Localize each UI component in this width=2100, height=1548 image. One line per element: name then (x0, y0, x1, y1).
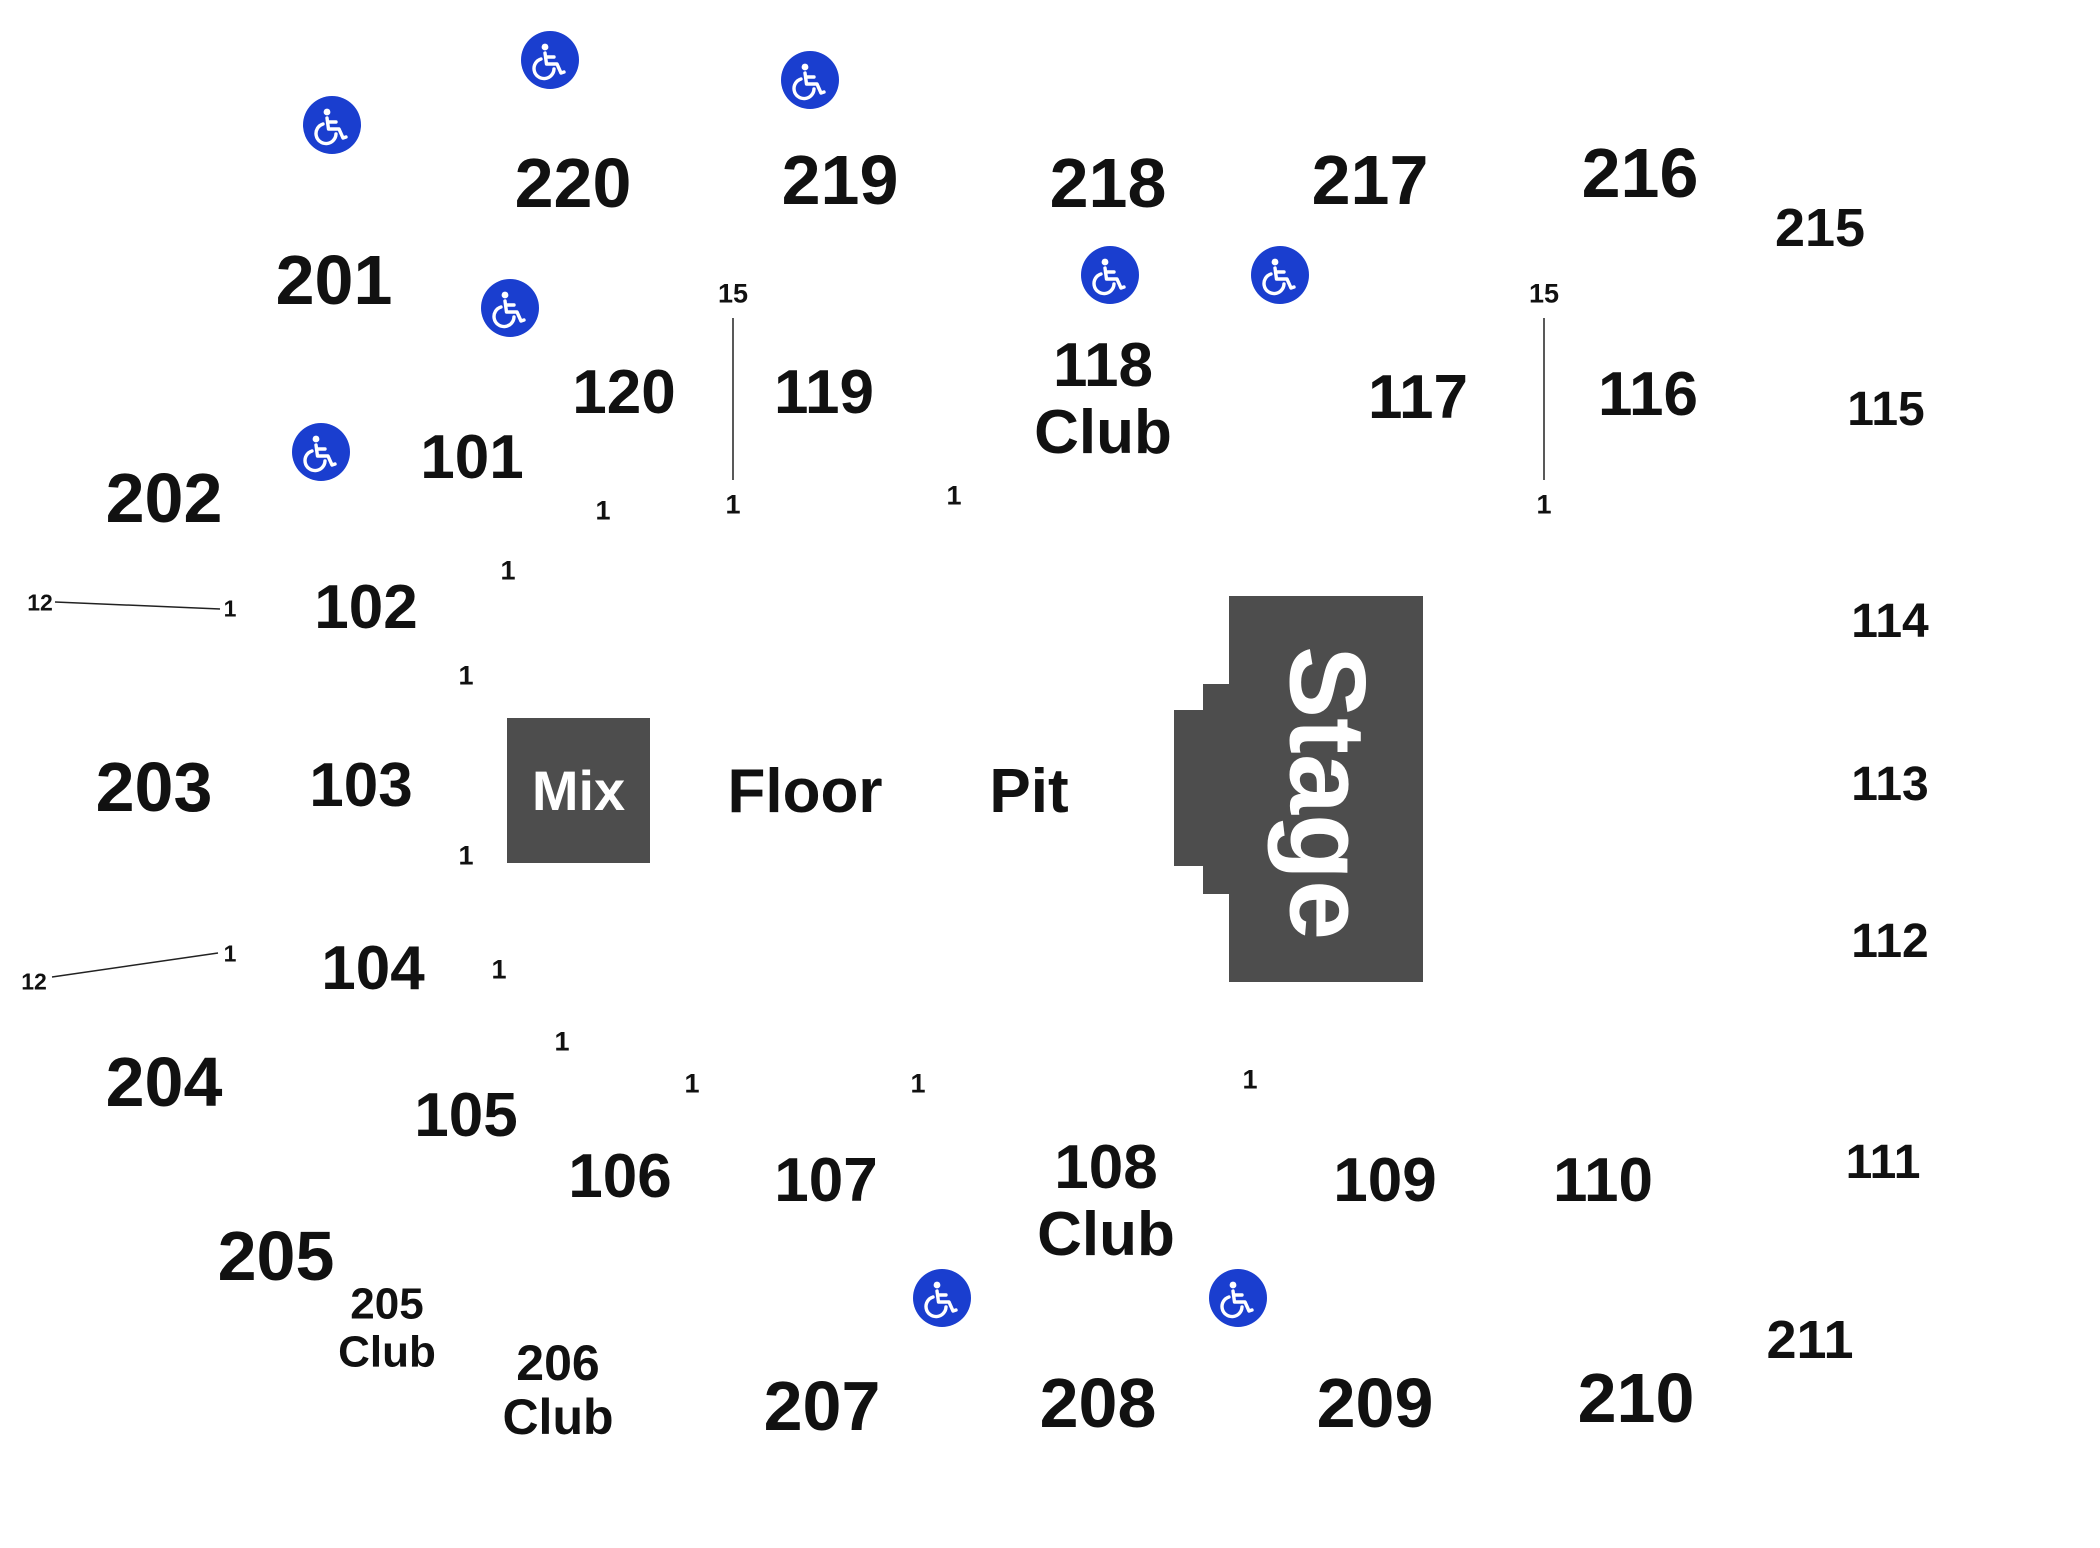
wheelchair-icon[interactable] (1251, 246, 1309, 304)
section-110[interactable]: 110 (1552, 1146, 1654, 1215)
section-112[interactable]: 112 (1851, 915, 1929, 968)
section-202[interactable]: 202 (105, 459, 223, 537)
section-220[interactable]: 220 (514, 144, 632, 222)
stage-label: Stage (1267, 645, 1389, 941)
section-204[interactable]: 204 (105, 1043, 223, 1121)
row-marker-1: 1 (223, 940, 237, 967)
wheelchair-icon[interactable] (781, 51, 839, 109)
row-marker-1: 1 (725, 489, 741, 520)
row-marker-1: 1 (1536, 489, 1552, 520)
row-marker-15: 15 (717, 278, 749, 309)
section-111[interactable]: 111 (1845, 1136, 1921, 1189)
section-219[interactable]: 219 (781, 141, 899, 219)
section-118-club-word: Club (1034, 398, 1172, 467)
section-108-club-word: Club (1037, 1200, 1175, 1269)
section-113[interactable]: 113 (1851, 758, 1929, 811)
section-107[interactable]: 107 (774, 1146, 878, 1215)
section-108-club-number: 108 (1054, 1133, 1158, 1203)
section-205[interactable]: 205 (217, 1217, 335, 1295)
row-marker-1: 1 (684, 1068, 700, 1099)
section-105[interactable]: 105 (414, 1081, 518, 1150)
section-117[interactable]: 117 (1367, 363, 1469, 432)
row-marker-1: 1 (223, 595, 237, 622)
section-118-club-number: 118 (1052, 331, 1154, 401)
section-217[interactable]: 217 (1311, 141, 1429, 219)
section-115[interactable]: 115 (1847, 383, 1925, 436)
section-103[interactable]: 103 (309, 751, 413, 820)
wheelchair-icon[interactable] (1209, 1269, 1267, 1327)
section-205-club-number: 205 (350, 1279, 424, 1329)
wheelchair-icon[interactable] (521, 31, 579, 89)
section-205-club[interactable]: 205 Club (338, 1280, 436, 1375)
row-marker-12: 12 (21, 968, 47, 995)
row-marker-1: 1 (491, 954, 507, 985)
section-116[interactable]: 116 (1597, 360, 1699, 429)
section-109[interactable]: 109 (1333, 1146, 1437, 1215)
section-206-club[interactable]: 206 Club (502, 1336, 613, 1444)
row-marker-1: 1 (946, 480, 962, 511)
row-marker-1: 1 (595, 495, 611, 526)
section-102[interactable]: 102 (314, 573, 418, 642)
section-120[interactable]: 120 (572, 358, 676, 427)
section-218[interactable]: 218 (1049, 144, 1167, 222)
row-marker-1: 1 (458, 660, 474, 691)
section-104[interactable]: 104 (321, 934, 425, 1003)
row-marker-1: 1 (554, 1026, 570, 1057)
row-marker-1: 1 (910, 1068, 926, 1099)
pit-label[interactable]: Pit (989, 757, 1069, 826)
section-114[interactable]: 114 (1851, 595, 1929, 648)
section-106[interactable]: 106 (568, 1142, 672, 1211)
section-208[interactable]: 208 (1039, 1364, 1157, 1442)
mix-label: Mix (531, 759, 626, 822)
mix-position[interactable]: Mix (507, 718, 650, 863)
row-marker-15: 15 (1528, 278, 1560, 309)
section-206-club-number: 206 (516, 1335, 600, 1391)
row-marker-1: 1 (458, 840, 474, 871)
section-210[interactable]: 210 (1577, 1359, 1695, 1437)
section-211[interactable]: 211 (1766, 1310, 1854, 1370)
wheelchair-icon[interactable] (1081, 246, 1139, 304)
section-216[interactable]: 216 (1581, 134, 1699, 212)
section-119[interactable]: 119 (773, 358, 875, 427)
wheelchair-icon[interactable] (292, 423, 350, 481)
row-marker-12: 12 (27, 589, 53, 616)
section-118-club[interactable]: 118 Club (1034, 331, 1172, 467)
section-206-club-word: Club (502, 1389, 614, 1445)
section-108-club[interactable]: 108 Club (1037, 1133, 1175, 1269)
section-209[interactable]: 209 (1316, 1364, 1434, 1442)
wheelchair-icon[interactable] (913, 1269, 971, 1327)
row-marker-1: 1 (500, 555, 516, 586)
section-215[interactable]: 215 (1774, 198, 1866, 258)
wheelchair-icon[interactable] (303, 96, 361, 154)
section-203[interactable]: 203 (95, 748, 213, 826)
floor-label[interactable]: Floor (727, 757, 883, 826)
row-marker-1: 1 (1242, 1064, 1258, 1095)
section-207[interactable]: 207 (763, 1367, 881, 1445)
section-201[interactable]: 201 (275, 241, 393, 319)
wheelchair-icon[interactable] (481, 279, 539, 337)
section-101[interactable]: 101 (420, 423, 524, 492)
section-205-club-word: Club (338, 1327, 436, 1376)
